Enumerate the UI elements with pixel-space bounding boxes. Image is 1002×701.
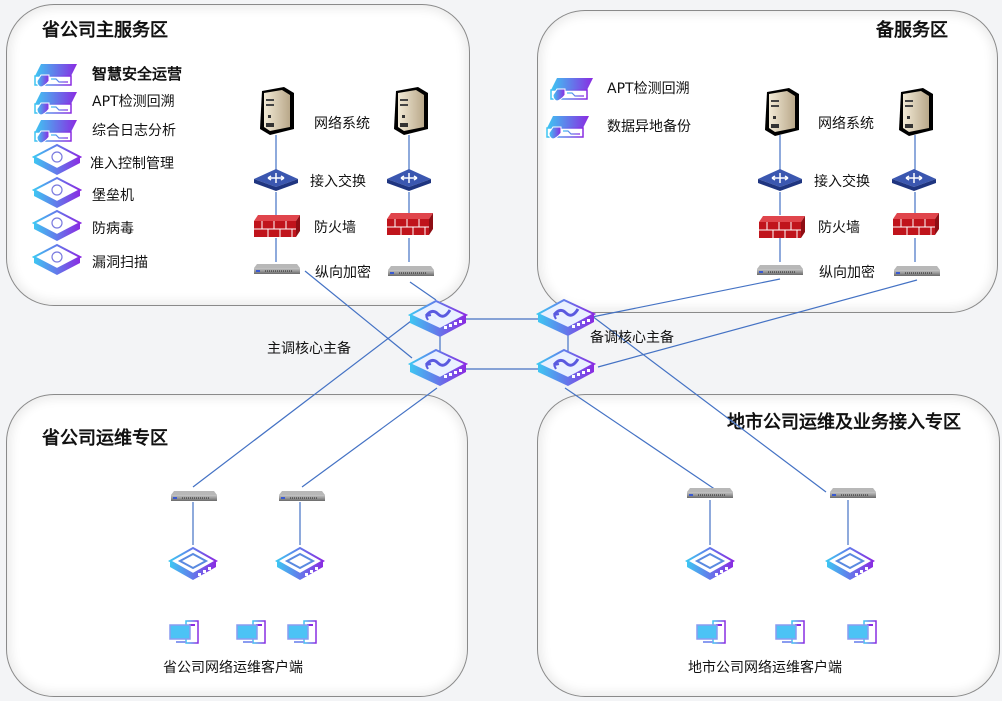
security-appliance-icon bbox=[33, 62, 79, 88]
core-switch-icon bbox=[536, 348, 596, 388]
server-icon bbox=[388, 85, 432, 137]
encryptor-label: 纵向加密 bbox=[315, 265, 371, 281]
firewall-icon bbox=[757, 214, 807, 240]
server-icon bbox=[759, 86, 803, 138]
server-label: 网络系统 bbox=[314, 116, 370, 132]
server-icon bbox=[893, 86, 937, 138]
firewall-label: 防火墙 bbox=[314, 220, 356, 236]
router-icon bbox=[825, 546, 875, 582]
service-label: 综合日志分析 bbox=[92, 123, 176, 139]
pc-icon bbox=[168, 620, 200, 646]
firewall-icon bbox=[252, 213, 302, 239]
zone-title-main: 省公司主服务区 bbox=[42, 20, 168, 41]
security-appliance-icon bbox=[545, 114, 591, 140]
access-switch-icon bbox=[890, 167, 938, 193]
encryptor-icon bbox=[893, 265, 941, 277]
encryptor-icon bbox=[756, 264, 804, 276]
server-label: 网络系统 bbox=[818, 116, 874, 132]
encryptor-icon bbox=[387, 265, 435, 277]
city-client-label: 地市公司网络运维客户端 bbox=[688, 660, 842, 676]
prov-client-label: 省公司网络运维客户端 bbox=[163, 660, 303, 676]
zone-title-prov-ops: 省公司运维专区 bbox=[42, 428, 168, 449]
core-switch-icon bbox=[408, 299, 468, 339]
antivirus-icon bbox=[32, 209, 82, 243]
encryptor-icon bbox=[170, 490, 218, 502]
pc-icon bbox=[695, 620, 727, 646]
pc-icon bbox=[846, 620, 878, 646]
pc-icon bbox=[286, 620, 318, 646]
firewall-icon bbox=[891, 211, 941, 237]
pc-icon bbox=[235, 620, 267, 646]
service-label: 智慧安全运营 bbox=[92, 65, 183, 83]
firewall-icon bbox=[385, 211, 435, 237]
service-label: 堡垒机 bbox=[92, 188, 134, 204]
zone-main-service bbox=[6, 4, 470, 306]
server-icon bbox=[254, 85, 298, 137]
core-switch-icon bbox=[408, 348, 468, 388]
switch-label: 接入交换 bbox=[310, 174, 366, 190]
encryptor-icon bbox=[686, 487, 734, 499]
encryptor-label: 纵向加密 bbox=[819, 265, 875, 281]
service-label: 准入控制管理 bbox=[90, 156, 174, 172]
access-switch-icon bbox=[252, 167, 300, 193]
pc-icon bbox=[774, 620, 806, 646]
encryptor-icon bbox=[253, 263, 301, 275]
router-icon bbox=[168, 546, 218, 582]
service-label: APT检测回溯 bbox=[607, 81, 690, 97]
access-switch-icon bbox=[385, 167, 433, 193]
vulnerability-scan-icon bbox=[32, 243, 82, 277]
router-icon bbox=[685, 546, 735, 582]
core-main-label: 主调核心主备 bbox=[267, 341, 351, 357]
core-backup-label: 备调核心主备 bbox=[590, 330, 674, 346]
security-appliance-icon bbox=[33, 90, 79, 116]
security-appliance-icon bbox=[549, 76, 595, 102]
service-label: 数据异地备份 bbox=[607, 119, 691, 135]
service-label: 防病毒 bbox=[92, 221, 134, 237]
service-label: 漏洞扫描 bbox=[92, 255, 148, 271]
switch-label: 接入交换 bbox=[814, 174, 870, 190]
firewall-label: 防火墙 bbox=[818, 220, 860, 236]
security-appliance-icon bbox=[33, 118, 79, 144]
core-switch-icon bbox=[536, 298, 596, 338]
service-label: APT检测回溯 bbox=[92, 94, 175, 110]
zone-title-city-ops: 地市公司运维及业务接入专区 bbox=[727, 412, 961, 433]
zone-backup-service bbox=[537, 10, 998, 313]
router-icon bbox=[275, 546, 325, 582]
access-control-icon bbox=[32, 143, 82, 177]
encryptor-icon bbox=[829, 487, 877, 499]
bastion-host-icon bbox=[32, 176, 82, 210]
encryptor-icon bbox=[278, 490, 326, 502]
access-switch-icon bbox=[756, 167, 804, 193]
zone-title-backup: 备服务区 bbox=[876, 20, 948, 41]
zone-city-ops bbox=[537, 394, 1000, 697]
